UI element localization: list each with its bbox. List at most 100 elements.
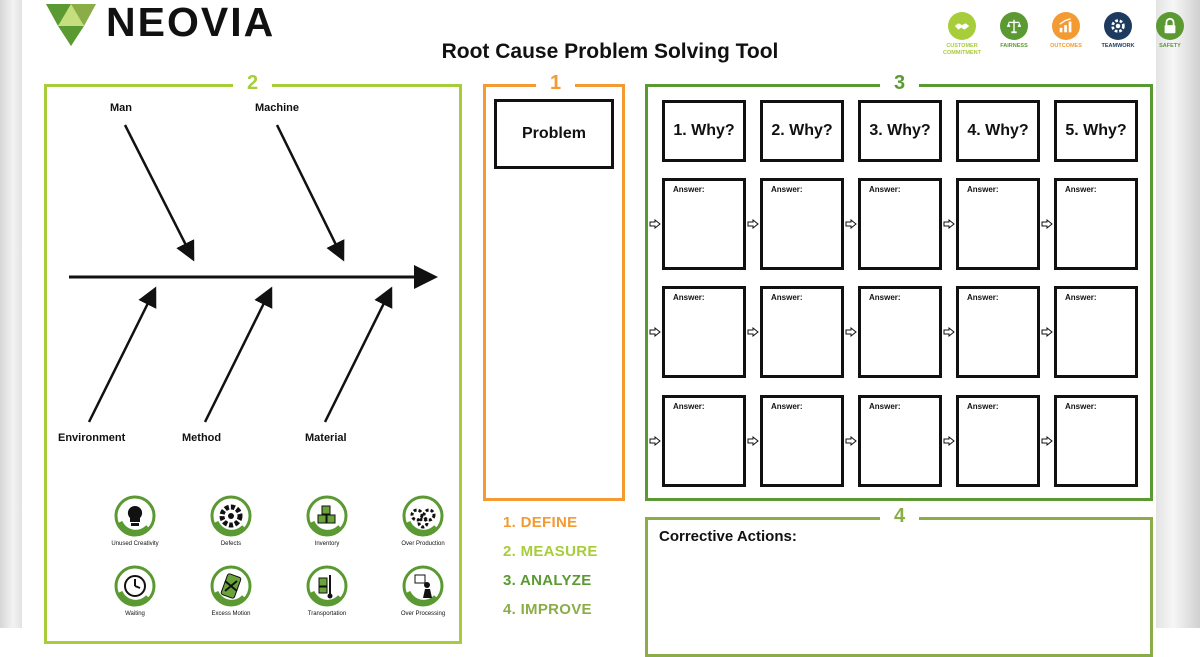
waste-label: Over Production bbox=[401, 541, 445, 547]
person-paper-icon bbox=[402, 565, 444, 607]
answer-box[interactable]: Answer: bbox=[662, 395, 746, 487]
neovia-logo-mark bbox=[46, 4, 96, 46]
value-item: OUTCOMES bbox=[1044, 12, 1088, 56]
arrow-right-icon bbox=[1041, 436, 1053, 446]
answer-box[interactable]: Answer: bbox=[662, 286, 746, 378]
answer-box[interactable]: Answer: bbox=[956, 286, 1040, 378]
label-environment: Environment bbox=[58, 432, 126, 444]
five-whys-panel: 3 1. Why?Answer:Answer:Answer:2. Why?Ans… bbox=[645, 72, 1153, 501]
answer-label: Answer: bbox=[1065, 293, 1097, 302]
whiteboard-frame-right bbox=[1156, 0, 1200, 628]
panel-number: 1 bbox=[536, 72, 576, 95]
growth-chart-icon bbox=[1052, 12, 1080, 40]
problem-box[interactable]: Problem bbox=[494, 99, 614, 169]
answer-box[interactable]: Answer: bbox=[760, 395, 844, 487]
answer-label: Answer: bbox=[869, 402, 901, 411]
answer-box[interactable]: Answer: bbox=[858, 178, 942, 270]
brand-name: NEOVIA bbox=[106, 0, 276, 45]
value-label: SAFETY bbox=[1159, 43, 1181, 49]
clock-icon bbox=[114, 565, 156, 607]
value-label: CUSTOMER COMMITMENT bbox=[943, 43, 981, 56]
waste-item: Waiting bbox=[87, 565, 183, 617]
waste-label: Excess Motion bbox=[211, 611, 251, 617]
why-header-5[interactable]: 5. Why? bbox=[1054, 100, 1138, 162]
label-material: Material bbox=[305, 432, 347, 444]
arrow-right-icon bbox=[845, 219, 857, 229]
why-header-3[interactable]: 3. Why? bbox=[858, 100, 942, 162]
answer-label: Answer: bbox=[771, 185, 803, 194]
arrow-right-icon bbox=[845, 327, 857, 337]
waste-item: Inventory bbox=[279, 495, 375, 547]
arrow-right-icon bbox=[649, 327, 661, 337]
arrow-right-icon bbox=[1041, 327, 1053, 337]
padlock-icon bbox=[1156, 12, 1184, 40]
answer-box[interactable]: Answer: bbox=[956, 395, 1040, 487]
broken-gear-icon bbox=[210, 495, 252, 537]
panel-number: 4 bbox=[880, 505, 920, 528]
arrow-right-icon bbox=[649, 219, 661, 229]
arrow-right-icon bbox=[747, 219, 759, 229]
answer-box[interactable]: Answer: bbox=[858, 286, 942, 378]
waste-item: Over Processing bbox=[375, 565, 471, 617]
fishbone-panel: 2 Man Machine Environment Method Materia… bbox=[44, 72, 462, 644]
answer-label: Answer: bbox=[967, 402, 999, 411]
answer-box[interactable]: Answer: bbox=[662, 178, 746, 270]
label-machine: Machine bbox=[255, 102, 300, 114]
value-label: FAIRNESS bbox=[1000, 43, 1028, 49]
value-item: TEAMWORK bbox=[1096, 12, 1140, 56]
answer-box[interactable]: Answer: bbox=[1054, 286, 1138, 378]
company-values: CUSTOMER COMMITMENT FAIRNESS OUTCOMES TEAMW… bbox=[940, 12, 1192, 56]
label-man: Man bbox=[110, 102, 132, 114]
value-label: TEAMWORK bbox=[1101, 43, 1135, 49]
arrow-right-icon bbox=[747, 327, 759, 337]
answer-box[interactable]: Answer: bbox=[760, 286, 844, 378]
gears-icon bbox=[402, 495, 444, 537]
value-item: SAFETY bbox=[1148, 12, 1192, 56]
answer-label: Answer: bbox=[869, 293, 901, 302]
answer-box[interactable]: Answer: bbox=[858, 395, 942, 487]
step-2: 2. MEASURE bbox=[503, 543, 598, 560]
waste-item: Excess Motion bbox=[183, 565, 279, 617]
boxes-icon bbox=[306, 495, 348, 537]
value-label: OUTCOMES bbox=[1050, 43, 1082, 49]
waste-label: Defects bbox=[220, 541, 242, 547]
lightbulb-icon bbox=[114, 495, 156, 537]
arrow-right-icon bbox=[1041, 219, 1053, 229]
answer-label: Answer: bbox=[673, 402, 705, 411]
answer-label: Answer: bbox=[673, 293, 705, 302]
answer-box[interactable]: Answer: bbox=[1054, 395, 1138, 487]
panel-number: 2 bbox=[233, 72, 273, 95]
arrow-right-icon bbox=[943, 219, 955, 229]
corrective-actions-panel: 4 Corrective Actions: bbox=[645, 505, 1153, 657]
neovia-logo: NEOVIA bbox=[44, 0, 276, 48]
why-header-2[interactable]: 2. Why? bbox=[760, 100, 844, 162]
fishbone-diagram bbox=[69, 124, 438, 423]
answer-box[interactable]: Answer: bbox=[1054, 178, 1138, 270]
why-header-1[interactable]: 1. Why? bbox=[662, 100, 746, 162]
whiteboard bbox=[22, 0, 1156, 628]
problem-label: Problem bbox=[521, 125, 586, 142]
whiteboard-frame-left bbox=[0, 0, 22, 628]
handshake-icon bbox=[948, 12, 976, 40]
answer-label: Answer: bbox=[673, 185, 705, 194]
answer-label: Answer: bbox=[771, 402, 803, 411]
answer-label: Answer: bbox=[967, 293, 999, 302]
answer-box[interactable]: Answer: bbox=[956, 178, 1040, 270]
answer-box[interactable]: Answer: bbox=[760, 178, 844, 270]
waste-label: Inventory bbox=[314, 541, 340, 547]
define-panel: 1 Problem bbox=[483, 72, 625, 501]
bone-machine bbox=[275, 124, 345, 262]
answer-label: Answer: bbox=[967, 185, 999, 194]
waste-item: Transportation bbox=[279, 565, 375, 617]
motion-icon bbox=[210, 565, 252, 607]
bone-material bbox=[323, 286, 393, 423]
value-item: FAIRNESS bbox=[992, 12, 1036, 56]
why-header-4[interactable]: 4. Why? bbox=[956, 100, 1040, 162]
gear-team-icon bbox=[1104, 12, 1132, 40]
scales-icon bbox=[1000, 12, 1028, 40]
hand-truck-icon bbox=[306, 565, 348, 607]
panel-number: 3 bbox=[880, 72, 920, 95]
arrow-right-icon bbox=[943, 327, 955, 337]
